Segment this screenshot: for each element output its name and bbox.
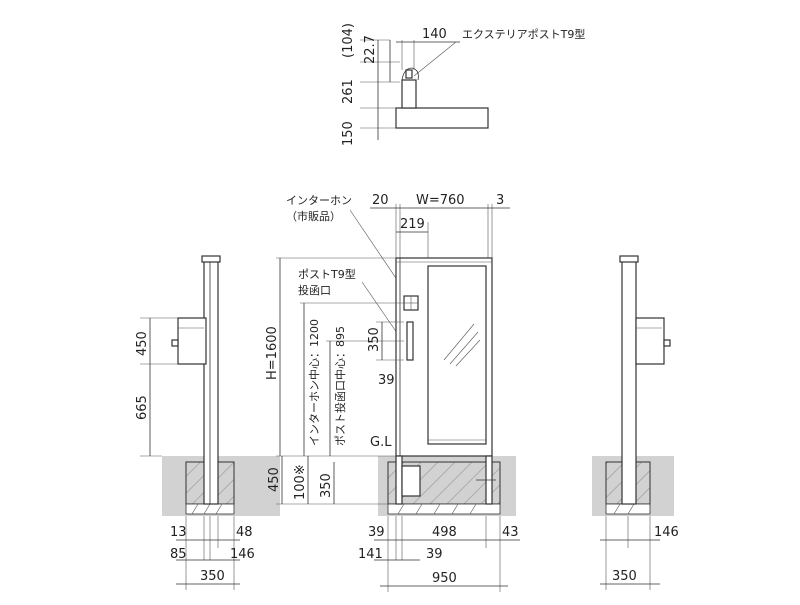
intercom-center-label: インターホン中心：1200 [308,319,321,446]
front-bdim-498: 498 [432,525,457,540]
left-side-view: 450 665 13 48 85 146 350 [135,255,255,590]
front-bdim-141: 141 [358,547,383,562]
right-dim-350: 350 [612,569,637,584]
front-dim-39: 39 [378,373,395,388]
front-dim-height: H=1600 [265,326,280,380]
left-dim-350: 350 [200,569,225,584]
dim-261: 261 [341,79,356,104]
left-dim-48: 48 [236,525,253,540]
dim-104: (104) [341,23,356,58]
front-dim-350: 350 [367,327,382,352]
dim-140: 140 [422,27,447,42]
slot-center-label: ポスト投函口中心：895 [333,326,347,446]
gl-label: G.L [370,435,392,450]
top-view: 140 エクステリアポストT9型 (104) 22.7 261 150 [341,23,585,146]
intercom-label: インターホン [286,194,352,207]
front-dim-350b: 350 [319,473,334,498]
left-dim-146: 146 [230,547,255,562]
right-dim-146: 146 [654,525,679,540]
slot-label: 投函口 [298,283,331,297]
right-side-view: 146 350 [600,255,679,590]
intercom-label-sub: （市販品） [286,209,341,223]
left-dim-13: 13 [170,525,187,540]
front-dim-219: 219 [400,217,425,232]
front-dim-450: 450 [267,467,282,492]
front-dim-20: 20 [372,193,389,208]
front-bdim-39: 39 [368,525,385,540]
front-view: 20 W=760 3 219 インターホン （市販品） ポストT9型 投函口 [265,193,520,592]
front-dim-100: 100※ [293,464,308,500]
dim-150: 150 [341,121,356,146]
front-bdim-950: 950 [432,571,457,586]
left-dim-85: 85 [170,547,187,562]
front-bdim-39b: 39 [426,547,443,562]
post-label: ポストT9型 [298,267,356,281]
front-dim-width: W=760 [416,193,465,208]
product-label: エクステリアポストT9型 [462,27,585,41]
left-dim-450: 450 [135,331,150,356]
front-bdim-43: 43 [502,525,519,540]
left-dim-665: 665 [135,395,150,420]
front-dim-3: 3 [496,193,504,208]
dim-22-7: 22.7 [363,35,378,64]
